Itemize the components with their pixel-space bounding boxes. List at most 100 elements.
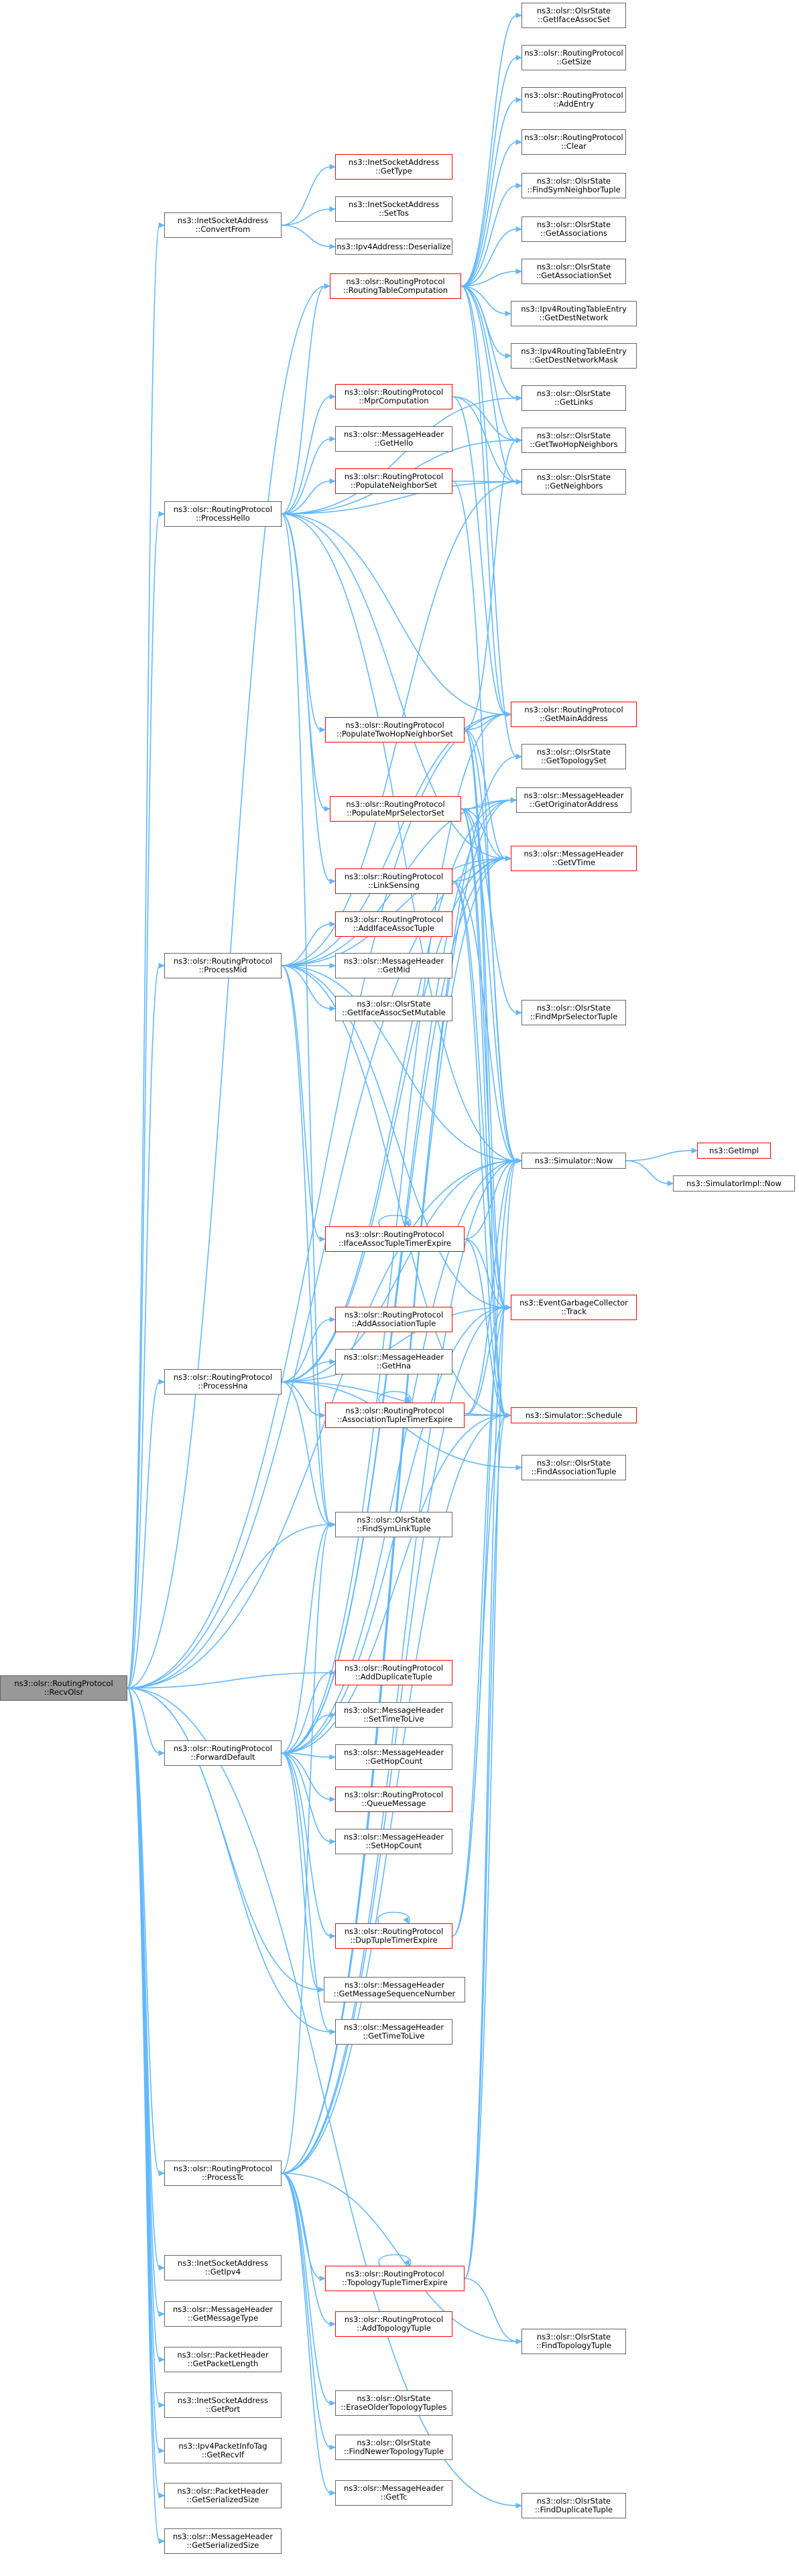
node-addifaceassoctuple[interactable]: ns3::olsr::RoutingProtocol::AddIfaceAsso… bbox=[335, 911, 452, 937]
node-label-line: ns3::olsr::OlsrState bbox=[357, 2438, 431, 2447]
edge-processhello-to-linksensing bbox=[281, 513, 331, 882]
node-findsymlinktuple[interactable]: ns3::olsr::OlsrState::FindSymLinkTuple bbox=[335, 1512, 452, 1537]
node-sethopcount[interactable]: ns3::olsr::MessageHeader::SetHopCount bbox=[335, 1829, 452, 1854]
node-topologytimer[interactable]: ns3::olsr::RoutingProtocol::TopologyTupl… bbox=[325, 2266, 465, 2291]
node-label-line: ::GetDestNetwork bbox=[539, 313, 609, 322]
node-ipv4deser[interactable]: ns3::Ipv4Address::Deserialize bbox=[335, 239, 452, 255]
edge-processmid-to-simnow bbox=[281, 965, 517, 1161]
node-ifaceassoctimer[interactable]: ns3::olsr::RoutingProtocol::IfaceAssocTu… bbox=[325, 1226, 465, 1252]
node-gethello[interactable]: ns3::olsr::MessageHeader::GetHello bbox=[335, 426, 452, 452]
node-simimplnow[interactable]: ns3::SimulatorImpl::Now bbox=[673, 1175, 795, 1192]
edge-forwarddefault-to-duptupletimer bbox=[281, 1752, 331, 1937]
node-queuemessage[interactable]: ns3::olsr::RoutingProtocol::QueueMessage bbox=[335, 1787, 452, 1812]
node-egctrack[interactable]: ns3::EventGarbageCollector::Track bbox=[511, 1295, 637, 1320]
node-processhello[interactable]: ns3::olsr::RoutingProtocol::ProcessHello bbox=[164, 501, 282, 527]
edge-ifaceassoctimer-to-simschedule bbox=[464, 1238, 507, 1416]
node-gethna[interactable]: ns3::olsr::MessageHeader::GetHna bbox=[335, 1349, 452, 1374]
node-findsymneighbortuple[interactable]: ns3::olsr::OlsrState::FindSymNeighborTup… bbox=[521, 173, 626, 198]
node-eraseolder[interactable]: ns3::olsr::OlsrState::EraseOlderTopology… bbox=[335, 2390, 452, 2416]
edge-routingtablecomputation-to-getdestnetworkmask bbox=[460, 285, 507, 357]
node-recvolsr[interactable]: ns3::olsr::RoutingProtocol::RecvOlsr bbox=[0, 1675, 127, 1701]
node-findassociationtuple[interactable]: ns3::olsr::OlsrState::FindAssociationTup… bbox=[521, 1455, 626, 1480]
node-getassociations[interactable]: ns3::olsr::OlsrState::GetAssociations bbox=[521, 216, 626, 242]
edge-arrowhead bbox=[515, 96, 523, 103]
node-label-line: ns3::olsr::RoutingProtocol bbox=[344, 1790, 444, 1799]
node-getport[interactable]: ns3::InetSocketAddress::GetPort bbox=[164, 2392, 282, 2418]
node-addentry[interactable]: ns3::olsr::RoutingProtocol::AddEntry bbox=[521, 87, 626, 113]
edge-arrowhead bbox=[329, 1796, 336, 1803]
node-getmainaddress[interactable]: ns3::olsr::RoutingProtocol::GetMainAddre… bbox=[511, 702, 637, 727]
node-populateneighborset[interactable]: ns3::olsr::RoutingProtocol::PopulateNeig… bbox=[335, 468, 452, 494]
node-getifaceassocset[interactable]: ns3::olsr::OlsrState::GetIfaceAssocSet bbox=[521, 3, 626, 28]
node-addduplicatetuple[interactable]: ns3::olsr::RoutingProtocol::AddDuplicate… bbox=[335, 1660, 452, 1685]
node-populatemprselector[interactable]: ns3::olsr::RoutingProtocol::PopulateMprS… bbox=[330, 796, 461, 822]
node-mprcomputation[interactable]: ns3::olsr::RoutingProtocol::MprComputati… bbox=[335, 384, 452, 409]
node-findtopologytuple[interactable]: ns3::olsr::OlsrState::FindTopologyTuple bbox=[521, 2329, 626, 2354]
node-getmsgseqnum[interactable]: ns3::olsr::MessageHeader::GetMessageSequ… bbox=[324, 1977, 465, 2002]
node-label-line: ns3::olsr::RoutingProtocol bbox=[345, 720, 444, 730]
node-label-line: ns3::olsr::RoutingProtocol bbox=[344, 1310, 444, 1319]
node-settimetolive[interactable]: ns3::olsr::MessageHeader::SetTimeToLive bbox=[335, 1702, 452, 1728]
node-pktgetserializedsize[interactable]: ns3::olsr::PacketHeader::GetSerializedSi… bbox=[164, 2483, 282, 2508]
node-getmid[interactable]: ns3::olsr::MessageHeader::GetMid bbox=[335, 953, 452, 978]
node-convertfrom[interactable]: ns3::InetSocketAddress::ConvertFrom bbox=[164, 212, 282, 238]
node-getdestnetworkmask[interactable]: ns3::Ipv4RoutingTableEntry::GetDestNetwo… bbox=[511, 343, 637, 369]
node-gethopcount[interactable]: ns3::olsr::MessageHeader::GetHopCount bbox=[335, 1744, 452, 1770]
edge-processhello-to-populatetwohop bbox=[281, 513, 321, 730]
node-findmprselectortuple[interactable]: ns3::olsr::OlsrState::FindMprSelectorTup… bbox=[521, 1000, 626, 1025]
node-duptupletimer[interactable]: ns3::olsr::RoutingProtocol::DupTupleTime… bbox=[335, 1923, 452, 1949]
node-getoriginatoraddress[interactable]: ns3::olsr::MessageHeader::GetOriginatorA… bbox=[516, 787, 631, 813]
node-getmessagetype[interactable]: ns3::olsr::MessageHeader::GetMessageType bbox=[164, 2301, 282, 2327]
node-processtc[interactable]: ns3::olsr::RoutingProtocol::ProcessTc bbox=[164, 2161, 282, 2186]
node-settos[interactable]: ns3::InetSocketAddress::SetTos bbox=[335, 196, 452, 222]
node-getvtime[interactable]: ns3::olsr::MessageHeader::GetVTime bbox=[511, 846, 637, 871]
node-getdestnetwork[interactable]: ns3::Ipv4RoutingTableEntry::GetDestNetwo… bbox=[511, 301, 637, 326]
node-clear[interactable]: ns3::olsr::RoutingProtocol::Clear bbox=[521, 129, 626, 155]
node-label-line: ::FindDuplicateTuple bbox=[534, 2505, 613, 2514]
node-forwarddefault[interactable]: ns3::olsr::RoutingProtocol::ForwardDefau… bbox=[164, 1740, 282, 1766]
edge-recvolsr-to-gettimetolive bbox=[127, 1687, 331, 2033]
node-routingtablecomputation[interactable]: ns3::olsr::RoutingProtocol::RoutingTable… bbox=[330, 273, 461, 299]
node-getneighbors[interactable]: ns3::olsr::OlsrState::GetNeighbors bbox=[521, 469, 626, 495]
node-label-line: ::AddEntry bbox=[553, 99, 595, 109]
node-label-line: ns3::Simulator::Schedule bbox=[525, 1410, 623, 1420]
node-getipv4[interactable]: ns3::InetSocketAddress::GetIpv4 bbox=[164, 2255, 282, 2280]
node-label-line: ns3::olsr::RoutingProtocol bbox=[344, 1927, 444, 1936]
node-label-line: ::QueueMessage bbox=[361, 1799, 426, 1808]
edge-routingtablecomputation-to-getmainaddress bbox=[460, 285, 507, 715]
node-linksensing[interactable]: ns3::olsr::RoutingProtocol::LinkSensing bbox=[335, 868, 452, 894]
node-processhna[interactable]: ns3::olsr::RoutingProtocol::ProcessHna bbox=[164, 1369, 282, 1395]
edge-recvolsr-to-processmid bbox=[127, 965, 160, 1689]
node-findduplicatetuple[interactable]: ns3::olsr::OlsrState::FindDuplicateTuple bbox=[521, 2493, 626, 2518]
node-getifaceassocsetmutable[interactable]: ns3::olsr::OlsrState::GetIfaceAssocSetMu… bbox=[335, 996, 452, 1021]
node-gettopologyset[interactable]: ns3::olsr::OlsrState::GetTopologySet bbox=[521, 744, 626, 769]
node-getassociationset[interactable]: ns3::olsr::OlsrState::GetAssociationSet bbox=[521, 259, 626, 284]
node-simschedule[interactable]: ns3::Simulator::Schedule bbox=[511, 1407, 637, 1423]
edge-recvolsr-to-forwarddefault bbox=[127, 1687, 160, 1754]
node-addtopologytuple[interactable]: ns3::olsr::RoutingProtocol::AddTopologyT… bbox=[335, 2311, 452, 2337]
edge-recvolsr-to-msggetserializedsize bbox=[127, 1687, 160, 2542]
node-gettwohopneighbors[interactable]: ns3::olsr::OlsrState::GetTwoHopNeighbors bbox=[521, 428, 626, 453]
node-processmid[interactable]: ns3::olsr::RoutingProtocol::ProcessMid bbox=[164, 953, 282, 978]
edge-arrowhead bbox=[158, 2264, 166, 2271]
edge-recvolsr-to-processtc bbox=[127, 1687, 160, 2174]
node-findnewer[interactable]: ns3::olsr::OlsrState::FindNewerTopologyT… bbox=[335, 2435, 452, 2460]
node-populatetwohop[interactable]: ns3::olsr::RoutingProtocol::PopulateTwoH… bbox=[325, 717, 465, 743]
node-getlinks[interactable]: ns3::olsr::OlsrState::GetLinks bbox=[521, 385, 626, 411]
node-gettc[interactable]: ns3::olsr::MessageHeader::GetTc bbox=[335, 2480, 452, 2506]
node-associationtimer[interactable]: ns3::olsr::RoutingProtocol::AssociationT… bbox=[325, 1403, 465, 1428]
node-getrecvif[interactable]: ns3::Ipv4PacketInfoTag::GetRecvIf bbox=[164, 2438, 282, 2463]
node-addassociationtuple[interactable]: ns3::olsr::RoutingProtocol::AddAssociati… bbox=[335, 1307, 452, 1332]
edge-arrowhead bbox=[515, 753, 523, 760]
node-label-line: ns3::olsr::RoutingProtocol bbox=[524, 133, 623, 142]
node-simnow[interactable]: ns3::Simulator::Now bbox=[521, 1153, 626, 1169]
edge-topologytimer-to-findtopologytuple bbox=[464, 2278, 517, 2342]
node-msggetserializedsize[interactable]: ns3::olsr::MessageHeader::GetSerializedS… bbox=[164, 2528, 282, 2554]
node-getsize[interactable]: ns3::olsr::RoutingProtocol::GetSize bbox=[521, 45, 626, 70]
node-label-line: ns3::olsr::MessageHeader bbox=[343, 1832, 444, 1842]
node-getpacketlength[interactable]: ns3::olsr::PacketHeader::GetPacketLength bbox=[164, 2347, 282, 2372]
node-gettimetolive[interactable]: ns3::olsr::MessageHeader::GetTimeToLive bbox=[335, 2019, 452, 2045]
node-gettype[interactable]: ns3::InetSocketAddress::GetType bbox=[335, 154, 452, 180]
node-getimpl[interactable]: ns3::GetImpl bbox=[697, 1143, 771, 1159]
node-label-line: ns3::olsr::RoutingProtocol bbox=[14, 1679, 113, 1688]
